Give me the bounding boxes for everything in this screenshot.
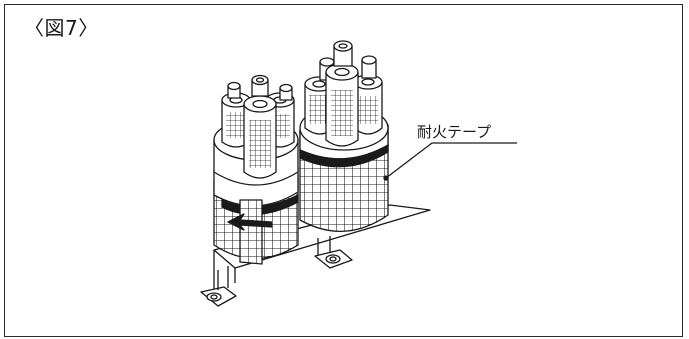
right-cable-bundle xyxy=(299,40,389,232)
figure-title: 〈図7〉 xyxy=(24,16,99,40)
callout-leader xyxy=(385,142,517,179)
left-bracket xyxy=(200,266,237,307)
right-bracket xyxy=(314,236,353,269)
fire-tape-label: 耐火テープ xyxy=(417,123,492,141)
wrap-direction-arrow xyxy=(227,213,273,231)
left-cable-bundle xyxy=(213,74,299,265)
